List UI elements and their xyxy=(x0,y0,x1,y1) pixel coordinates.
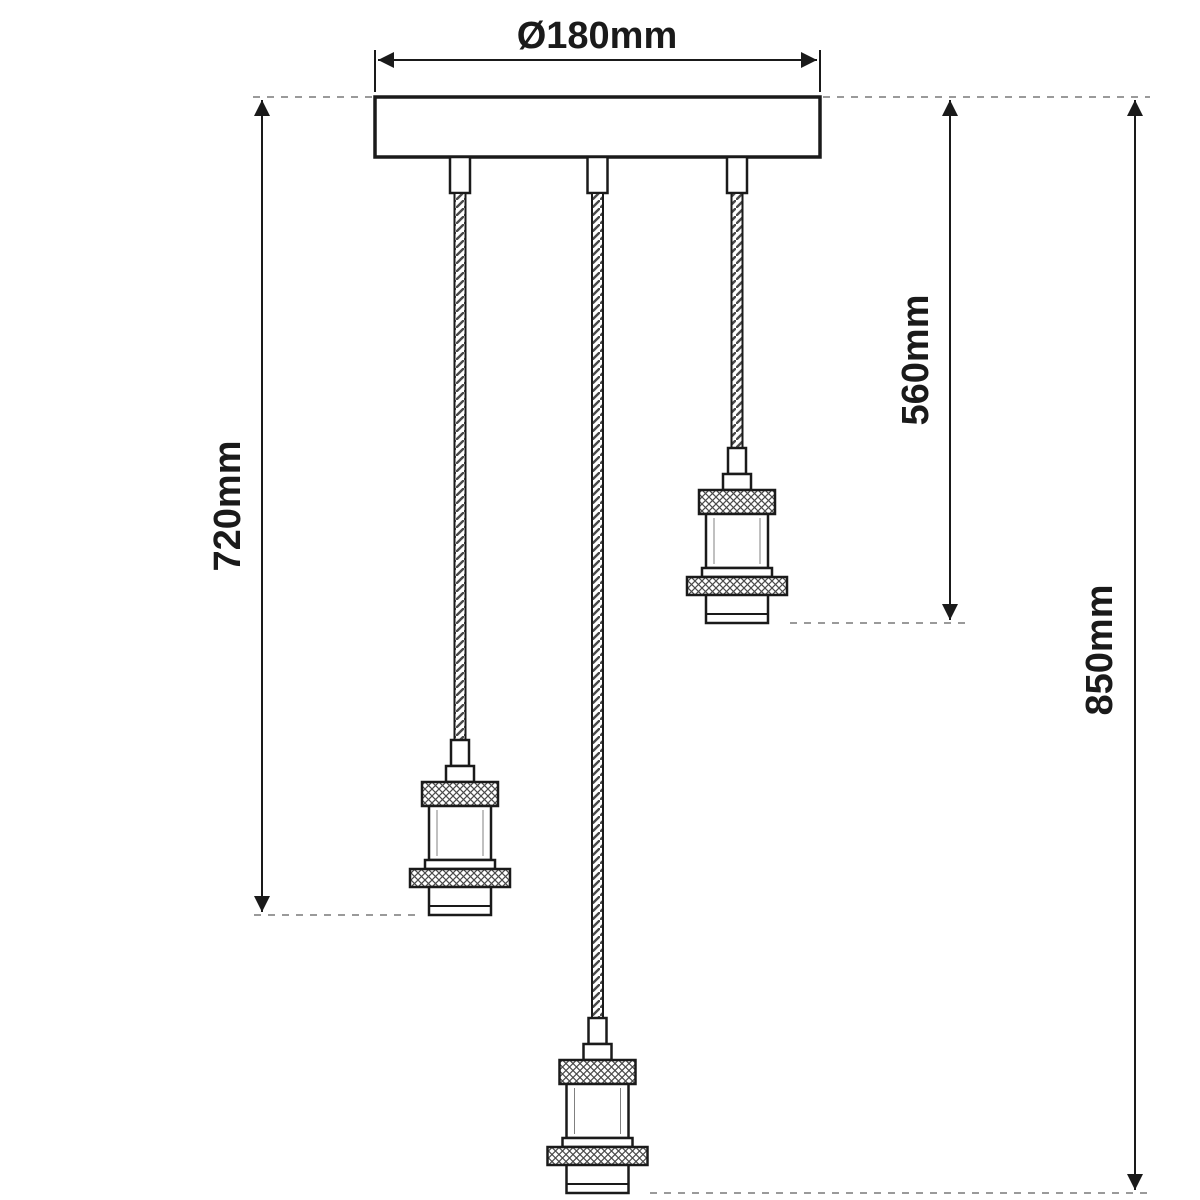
label-short-drop: 560mm xyxy=(895,295,937,426)
cord-middle xyxy=(591,192,604,1019)
dimension-long-drop: 850mm xyxy=(650,100,1150,1194)
dimension-short-drop: 560mm xyxy=(790,100,965,624)
label-long-drop: 850mm xyxy=(1079,585,1121,716)
socket-middle xyxy=(546,1016,649,1195)
label-left-drop: 720mm xyxy=(207,441,249,572)
cord-left xyxy=(453,192,467,741)
dimension-left-drop: 720mm xyxy=(207,100,415,916)
label-diameter: Ø180mm xyxy=(517,15,678,57)
stem-middle xyxy=(586,155,609,195)
socket-right xyxy=(685,446,789,625)
ceiling-canopy xyxy=(373,95,822,159)
stem-right xyxy=(725,155,749,195)
socket-left xyxy=(408,738,512,917)
stem-left xyxy=(448,155,472,195)
dimension-diameter: Ø180mm xyxy=(374,15,821,92)
cord-right xyxy=(730,192,744,449)
